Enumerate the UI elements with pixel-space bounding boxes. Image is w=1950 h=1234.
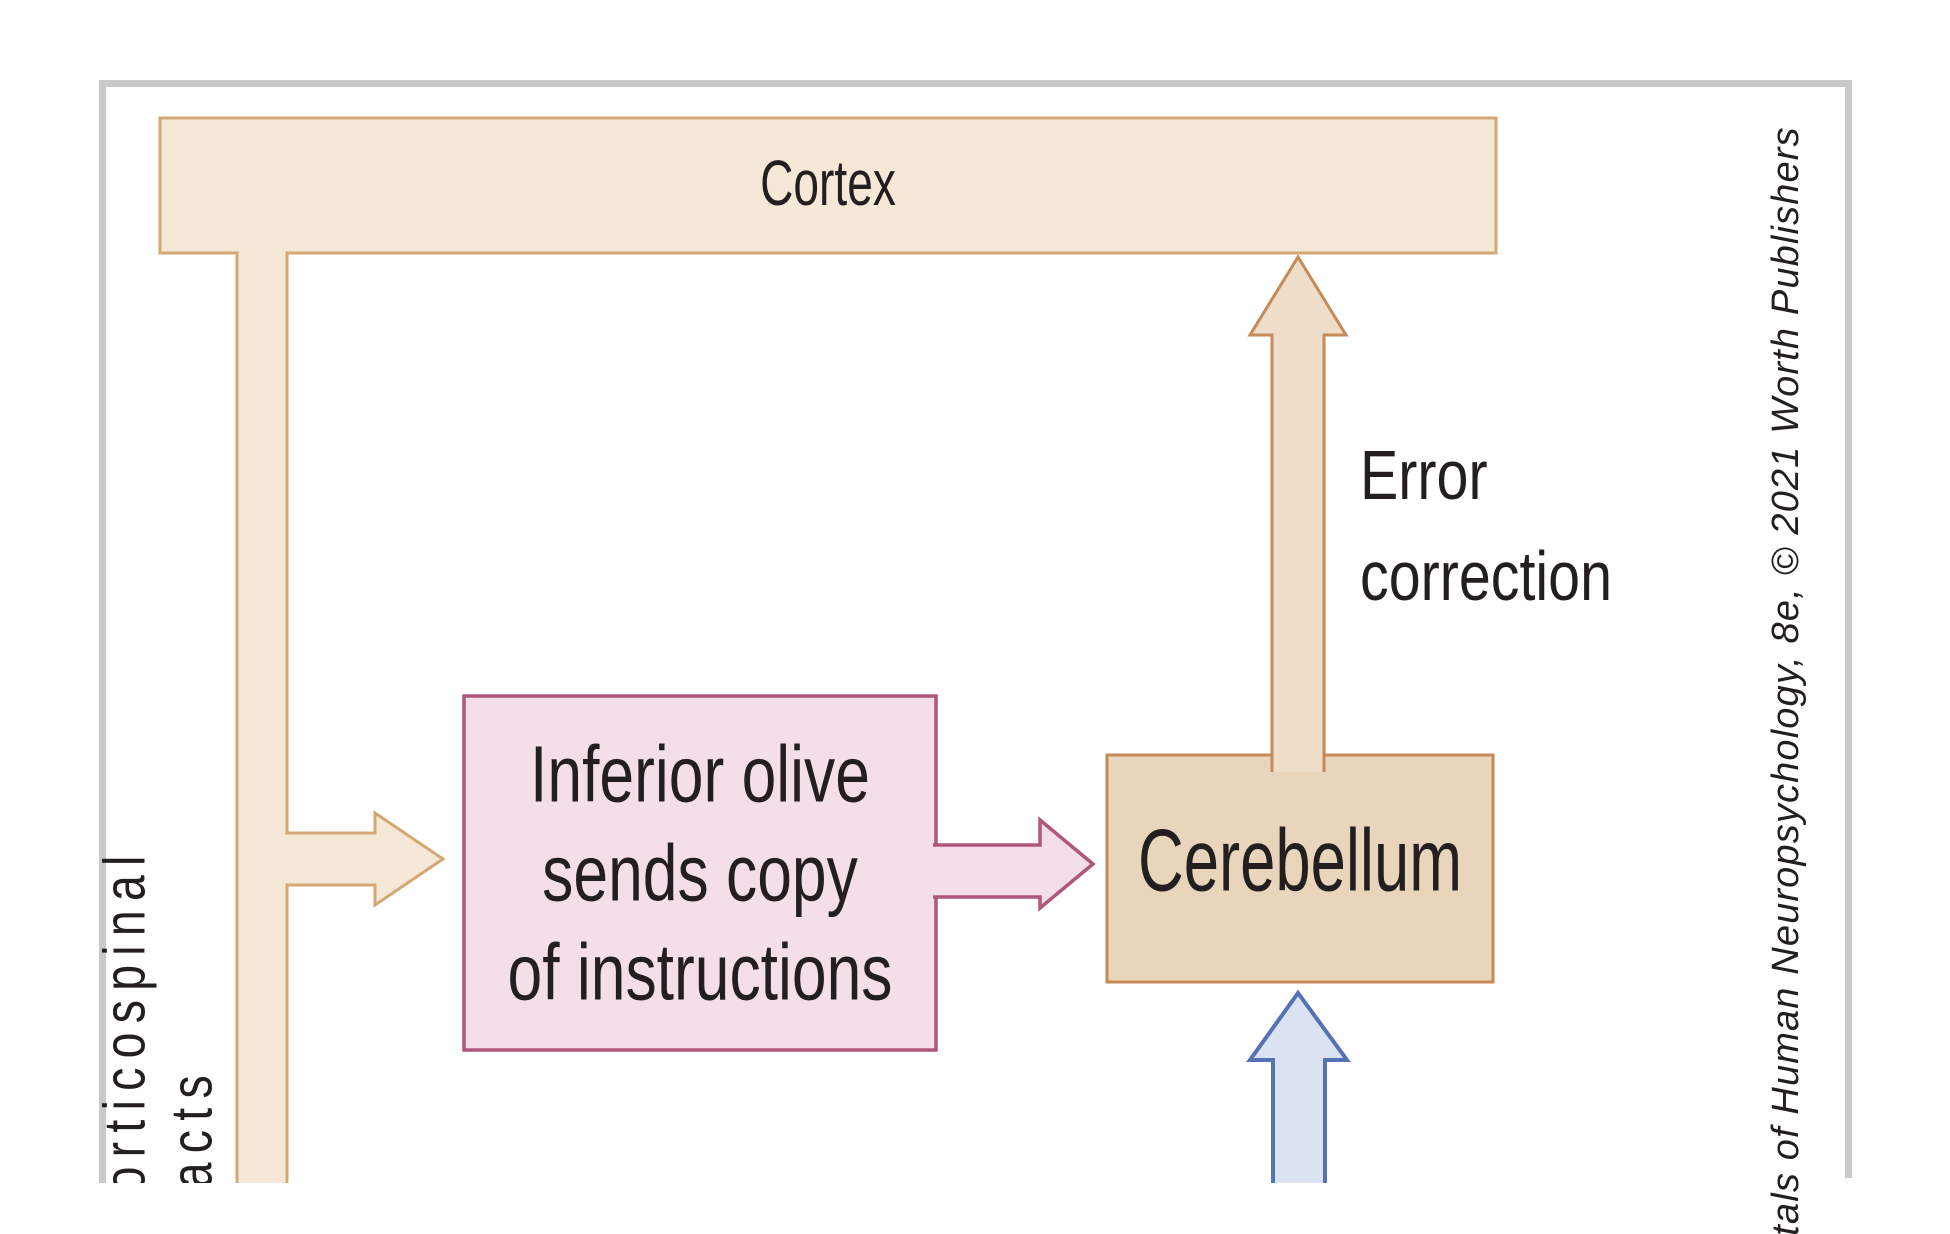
- attribution-text: tals of Human Neuropsychology, 8e, © 202…: [1764, 126, 1807, 1234]
- error-correction-arrow-outline: [1247, 254, 1349, 772]
- spinocerebellar-tracts-label: Spinocerebellar tracts: [1357, 1143, 1419, 1183]
- inferior-olive-line2: sends copy: [542, 828, 858, 918]
- olive-to-cerebellum-arrow: [930, 820, 1093, 908]
- frame-top-line: [99, 80, 1852, 87]
- error-correction-label: Error correction: [1360, 425, 1612, 627]
- spinocerebellar-arrow-outline: [1246, 989, 1351, 1183]
- error-correction-line2: correction: [1360, 537, 1613, 615]
- inferior-olive-line1: Inferior olive: [530, 729, 870, 819]
- error-correction-line1: Error: [1360, 436, 1488, 514]
- inferior-olive-label: Inferior olive sends copy of instruction…: [508, 725, 893, 1022]
- cortex-label: Cortex: [760, 147, 896, 220]
- corticospinal-tracts-label: Corticospinal tracts: [92, 846, 225, 1183]
- frame-right-line: [1845, 80, 1852, 1178]
- cerebellum-box: [1105, 753, 1495, 984]
- olive-to-cerebellum-arrow-outline: [933, 816, 1096, 912]
- diagram-canvas: [99, 80, 1852, 1183]
- cerebellum-label: Cerebellum: [1138, 810, 1462, 910]
- cortex-box-and-corticospinal-band: [158, 116, 1498, 1183]
- diagram-area: Cortex Cerebellum Inferior olive sends c…: [92, 80, 1852, 1183]
- error-correction-arrow: [1250, 257, 1346, 772]
- inferior-olive-line3: of instructions: [507, 927, 893, 1017]
- frame-left-line: [99, 80, 106, 1183]
